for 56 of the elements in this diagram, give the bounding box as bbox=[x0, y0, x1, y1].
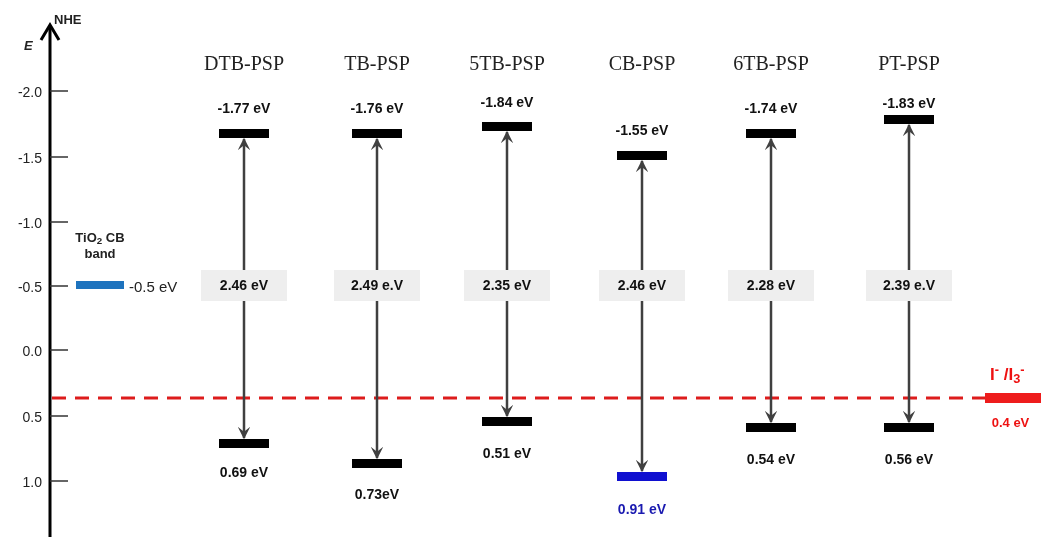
edge-label: 2.46 eV bbox=[599, 270, 685, 301]
tick-label: 0.5 bbox=[21, 408, 42, 427]
energy-value: -1.83 eV bbox=[881, 94, 937, 113]
energy-level-bar bbox=[76, 281, 124, 289]
energy-level-bar bbox=[219, 129, 269, 138]
energy-value: -1.77 eV bbox=[216, 99, 272, 118]
energy-level-bar bbox=[482, 122, 532, 131]
energy-value: 0.73eV bbox=[353, 485, 401, 504]
edge-label: 2.46 eV bbox=[201, 270, 287, 301]
axis-title: NHE bbox=[54, 11, 83, 29]
energy-value: 0.91 eV bbox=[616, 500, 668, 519]
column-heading: CB-PSP bbox=[607, 51, 677, 76]
energy-level-bar bbox=[219, 439, 269, 448]
column-heading: PT-PSP bbox=[877, 51, 941, 76]
double-arrow bbox=[500, 130, 514, 418]
double-arrow bbox=[370, 137, 384, 460]
energy-value: 0.69 eV bbox=[218, 463, 270, 482]
energy-value: -1.74 eV bbox=[743, 99, 799, 118]
tick-label: 1.0 bbox=[21, 473, 42, 492]
double-arrow bbox=[902, 123, 916, 424]
double-arrow bbox=[635, 159, 649, 473]
double-arrow bbox=[237, 137, 251, 440]
energy-level-bar bbox=[617, 151, 667, 160]
energy-value: -1.55 eV bbox=[614, 121, 670, 140]
axis-label: E bbox=[24, 37, 34, 55]
edge-label: 2.49 e.V bbox=[334, 270, 420, 301]
energy-level-bar bbox=[985, 393, 1041, 403]
energy-level-bar bbox=[746, 423, 796, 432]
energy-value: 0.4 eV bbox=[990, 414, 1031, 432]
energy-value: -1.76 eV bbox=[349, 99, 405, 118]
double-arrow bbox=[764, 137, 778, 424]
column-heading: DTB-PSP bbox=[203, 51, 285, 76]
column-heading: TB-PSP bbox=[343, 51, 411, 76]
energy-level-bar bbox=[352, 459, 402, 468]
energy-value: -1.84 eV bbox=[479, 93, 535, 112]
energy-level-bar bbox=[884, 423, 934, 432]
column-heading: 5TB-PSP bbox=[468, 51, 546, 76]
column-heading: 6TB-PSP bbox=[732, 51, 810, 76]
energy-level-bar bbox=[482, 417, 532, 426]
energy-value: -0.5 eV bbox=[129, 277, 179, 297]
energy-level-bar bbox=[884, 115, 934, 124]
energy-value: 0.56 eV bbox=[883, 450, 935, 469]
tick-label: -1.0 bbox=[16, 214, 42, 233]
edge-label: 2.35 eV bbox=[464, 270, 550, 301]
tick-label: -0.5 bbox=[16, 278, 42, 297]
tick-label: 0.0 bbox=[21, 342, 42, 361]
energy-value: 0.51 eV bbox=[481, 444, 533, 463]
energy-level-bar bbox=[617, 472, 667, 481]
edge-label: 2.39 e.V bbox=[866, 270, 952, 301]
energy-level-bar bbox=[352, 129, 402, 138]
tick-label: -1.5 bbox=[16, 149, 42, 168]
energy-value: 0.54 eV bbox=[745, 450, 797, 469]
band-label: TiO$_{2}$ CB band bbox=[74, 230, 126, 262]
tick-label: -2.0 bbox=[16, 83, 42, 102]
energy-level-bar bbox=[746, 129, 796, 138]
edge-label: 2.28 eV bbox=[728, 270, 814, 301]
